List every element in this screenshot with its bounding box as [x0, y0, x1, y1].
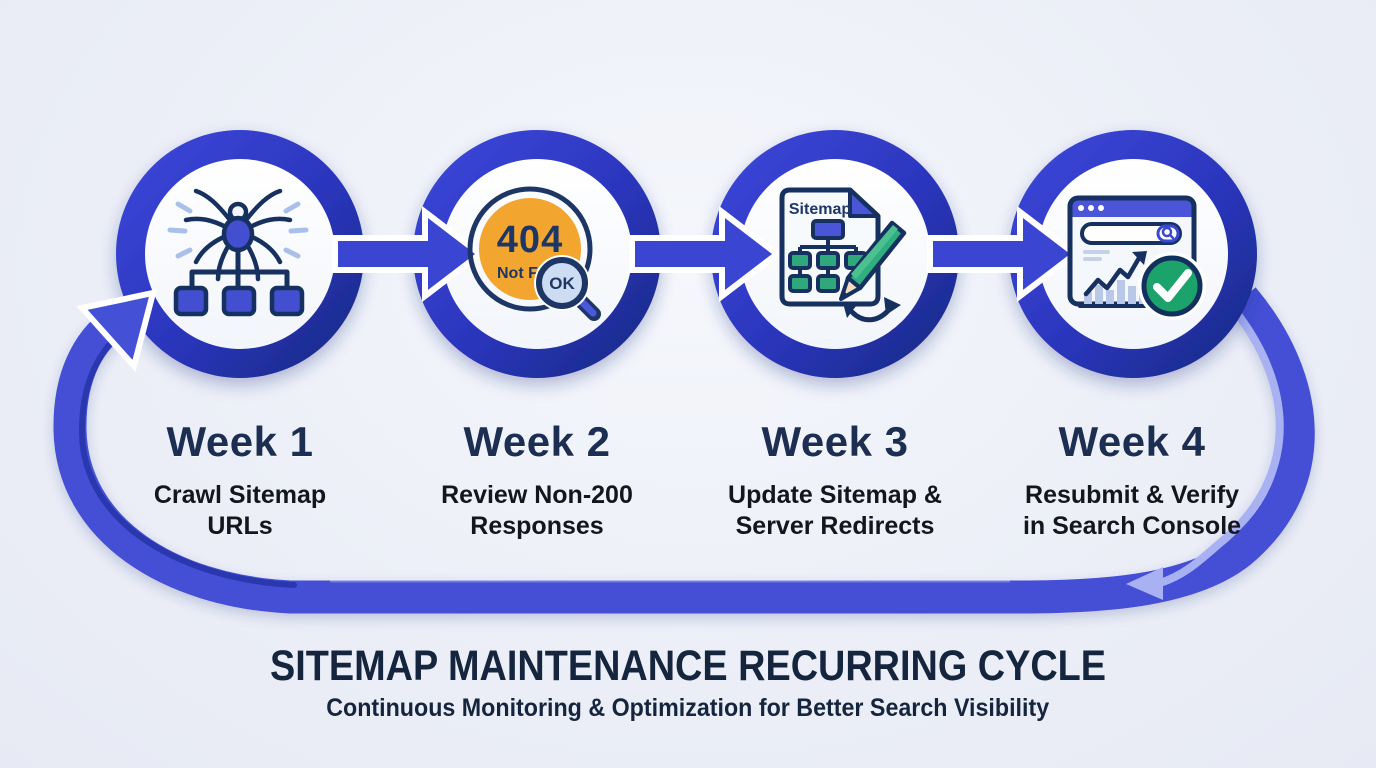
- step-4-label-block: Week 4 Resubmit & Verify in Search Conso…: [972, 418, 1292, 542]
- week-desc: Review Non-200 Responses: [441, 481, 633, 540]
- step-connector-arrows: [332, 205, 1080, 303]
- step-3-label-block: Week 3 Update Sitemap & Server Redirects: [675, 418, 995, 542]
- week-label: Week 4: [1058, 418, 1206, 465]
- loop-inner-stripe-dark: [78, 324, 297, 588]
- loop-inner-stripe-light: [1126, 308, 1284, 600]
- refresh-arrow-icon: [843, 297, 901, 323]
- verified-check-icon: [1138, 252, 1206, 320]
- sitemap-tree-icon: [173, 247, 305, 317]
- week-desc: Update Sitemap & Server Redirects: [728, 481, 942, 540]
- folded-corner-icon: [848, 188, 880, 218]
- step-arrow-3-icon: [927, 205, 1080, 303]
- loop-return-arrowhead-icon: [76, 289, 158, 373]
- step-2-label-block: Week 2 Review Non-200 Responses: [377, 418, 697, 542]
- step-arrow-1-icon: [332, 205, 485, 303]
- search-bar: [1080, 222, 1182, 245]
- step-arrow-2-icon: [629, 205, 782, 303]
- browser-titlebar: [1070, 198, 1194, 217]
- search-button: [1156, 224, 1180, 243]
- magnifier-ok-text: OK: [549, 274, 575, 293]
- trend-arrowhead-icon: [1132, 251, 1147, 265]
- document-flowchart-icon: [788, 219, 868, 293]
- ok-magnifier-icon: OK: [534, 255, 601, 321]
- week-label: Week 2: [463, 418, 611, 465]
- week-desc: Crawl Sitemap URLs: [153, 481, 327, 540]
- week-label: Week 3: [761, 418, 909, 465]
- page-title: SITEMAP MAINTENANCE RECURRING CYCLE: [269, 642, 1107, 690]
- text-placeholder-lines: [1083, 250, 1110, 261]
- loop-stripe-arrowhead-icon: [1126, 567, 1163, 600]
- spider-sparkle-dashes-icon: [167, 201, 309, 259]
- search-magnifier-icon: [1161, 226, 1173, 238]
- page-subtitle: Continuous Monitoring & Optimization for…: [326, 694, 1050, 722]
- sitemap-doc-title: Sitemap: [789, 201, 851, 218]
- pencil-icon: [839, 220, 907, 301]
- crawler-spider-icon: [183, 188, 293, 282]
- badge-404-text: 404: [497, 219, 563, 261]
- spider-body: [221, 215, 255, 253]
- cycle-loop-arrow: [53, 287, 1315, 614]
- step-1-label-block: Week 1 Crawl Sitemap URLs: [80, 418, 400, 542]
- week-label: Week 1: [166, 418, 314, 465]
- week-desc: Resubmit & Verify in Search Console: [1022, 481, 1242, 540]
